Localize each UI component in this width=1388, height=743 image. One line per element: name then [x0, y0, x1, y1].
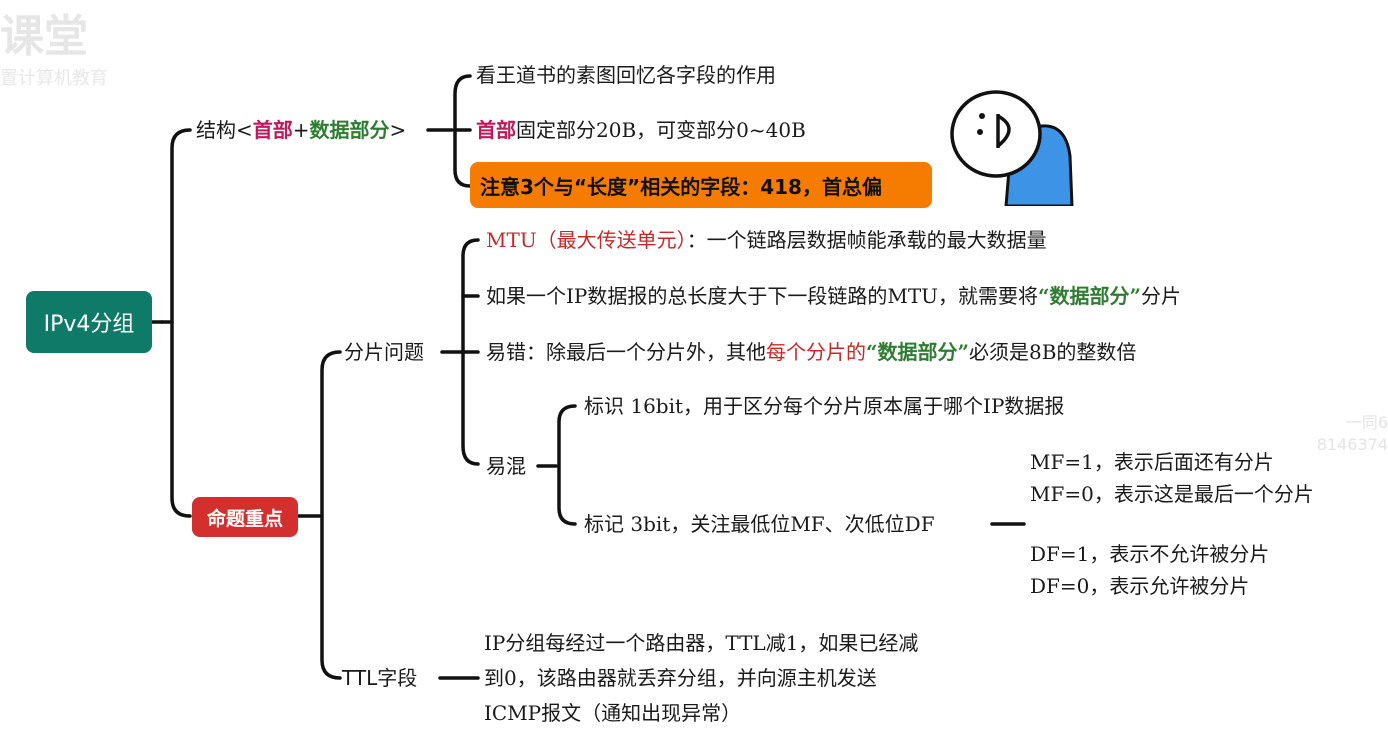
err-data-part: “数据部分” — [866, 340, 970, 364]
ttl-node: TTL字段 — [342, 666, 418, 690]
item2-header-word: 首部 — [476, 118, 516, 142]
structure-item-3-highlight: 注意3个与“长度”相关的字段：418，首总偏 — [470, 162, 932, 208]
fragment-error-item: 易错：除最后一个分片外，其他每个分片的“数据部分”必须是8B的整数倍 — [486, 339, 1136, 365]
root-node-ipv4: IPv4分组 — [26, 291, 152, 353]
fragment-rule-item: 如果一个IP数据报的总长度大于下一段链路的MTU，就需要将“数据部分”分片 — [486, 283, 1181, 309]
mtu-title: MTU（最大传送单元） — [486, 228, 687, 252]
structure-item-1: 看王道书的素图回忆各字段的作用 — [476, 63, 776, 87]
structure-suffix: > — [389, 118, 407, 142]
structure-plus: + — [292, 118, 310, 142]
err-post: 必须是8B的整数倍 — [969, 340, 1137, 364]
mtu-desc: ：一个链路层数据帧能承载的最大数据量 — [686, 228, 1047, 252]
df0-item: DF=0，表示允许被分片 — [1030, 574, 1250, 598]
structure-header-word: 首部 — [252, 118, 293, 142]
err-red: 每个分片的 — [766, 340, 866, 364]
mf0-item: MF=0，表示这是最后一个分片 — [1030, 482, 1314, 506]
exam-focus-badge: 命题重点 — [192, 497, 298, 537]
watermark-logo: 课堂 — [0, 11, 88, 62]
confuse-node: 易混 — [486, 454, 526, 478]
fragment-node: 分片问题 — [344, 340, 424, 364]
rule-data-part: “数据部分” — [1038, 284, 1142, 308]
structure-node: 结构<首部+数据部分> — [196, 117, 406, 143]
err-pre: 易错：除最后一个分片外，其他 — [486, 340, 766, 364]
df1-item: DF=1，表示不允许被分片 — [1030, 542, 1270, 566]
mf1-item: MF=1，表示后面还有分片 — [1030, 450, 1274, 474]
structure-data-word: 数据部分 — [309, 118, 390, 142]
item2-rest: 固定部分20B，可变部分0~40B — [516, 118, 806, 142]
rule-post: 分片 — [1141, 284, 1182, 308]
ttl-desc-line-3: ICMP报文（通知出现异常） — [484, 701, 742, 725]
flag-field: 标记 3bit，关注最低位MF、次低位DF — [584, 512, 935, 536]
cartoon-character-icon — [950, 90, 1074, 206]
identification-field: 标识 16bit，用于区分每个分片原本属于哪个IP数据报 — [584, 394, 1065, 418]
ttl-desc-line-2: 到0，该路由器就丢弃分组，并向源主机发送 — [484, 666, 877, 690]
structure-item-2: 首部固定部分20B，可变部分0~40B — [476, 117, 806, 143]
mtu-item: MTU（最大传送单元）：一个链路层数据帧能承载的最大数据量 — [486, 227, 1047, 253]
ttl-desc-line-1: IP分组每经过一个路由器，TTL减1，如果已经减 — [484, 631, 919, 655]
rule-pre: 如果一个IP数据报的总长度大于下一段链路的MTU，就需要将 — [486, 284, 1039, 308]
watermark-subtitle: 置计算机教育 — [0, 68, 108, 89]
structure-prefix: 结构< — [196, 118, 253, 142]
